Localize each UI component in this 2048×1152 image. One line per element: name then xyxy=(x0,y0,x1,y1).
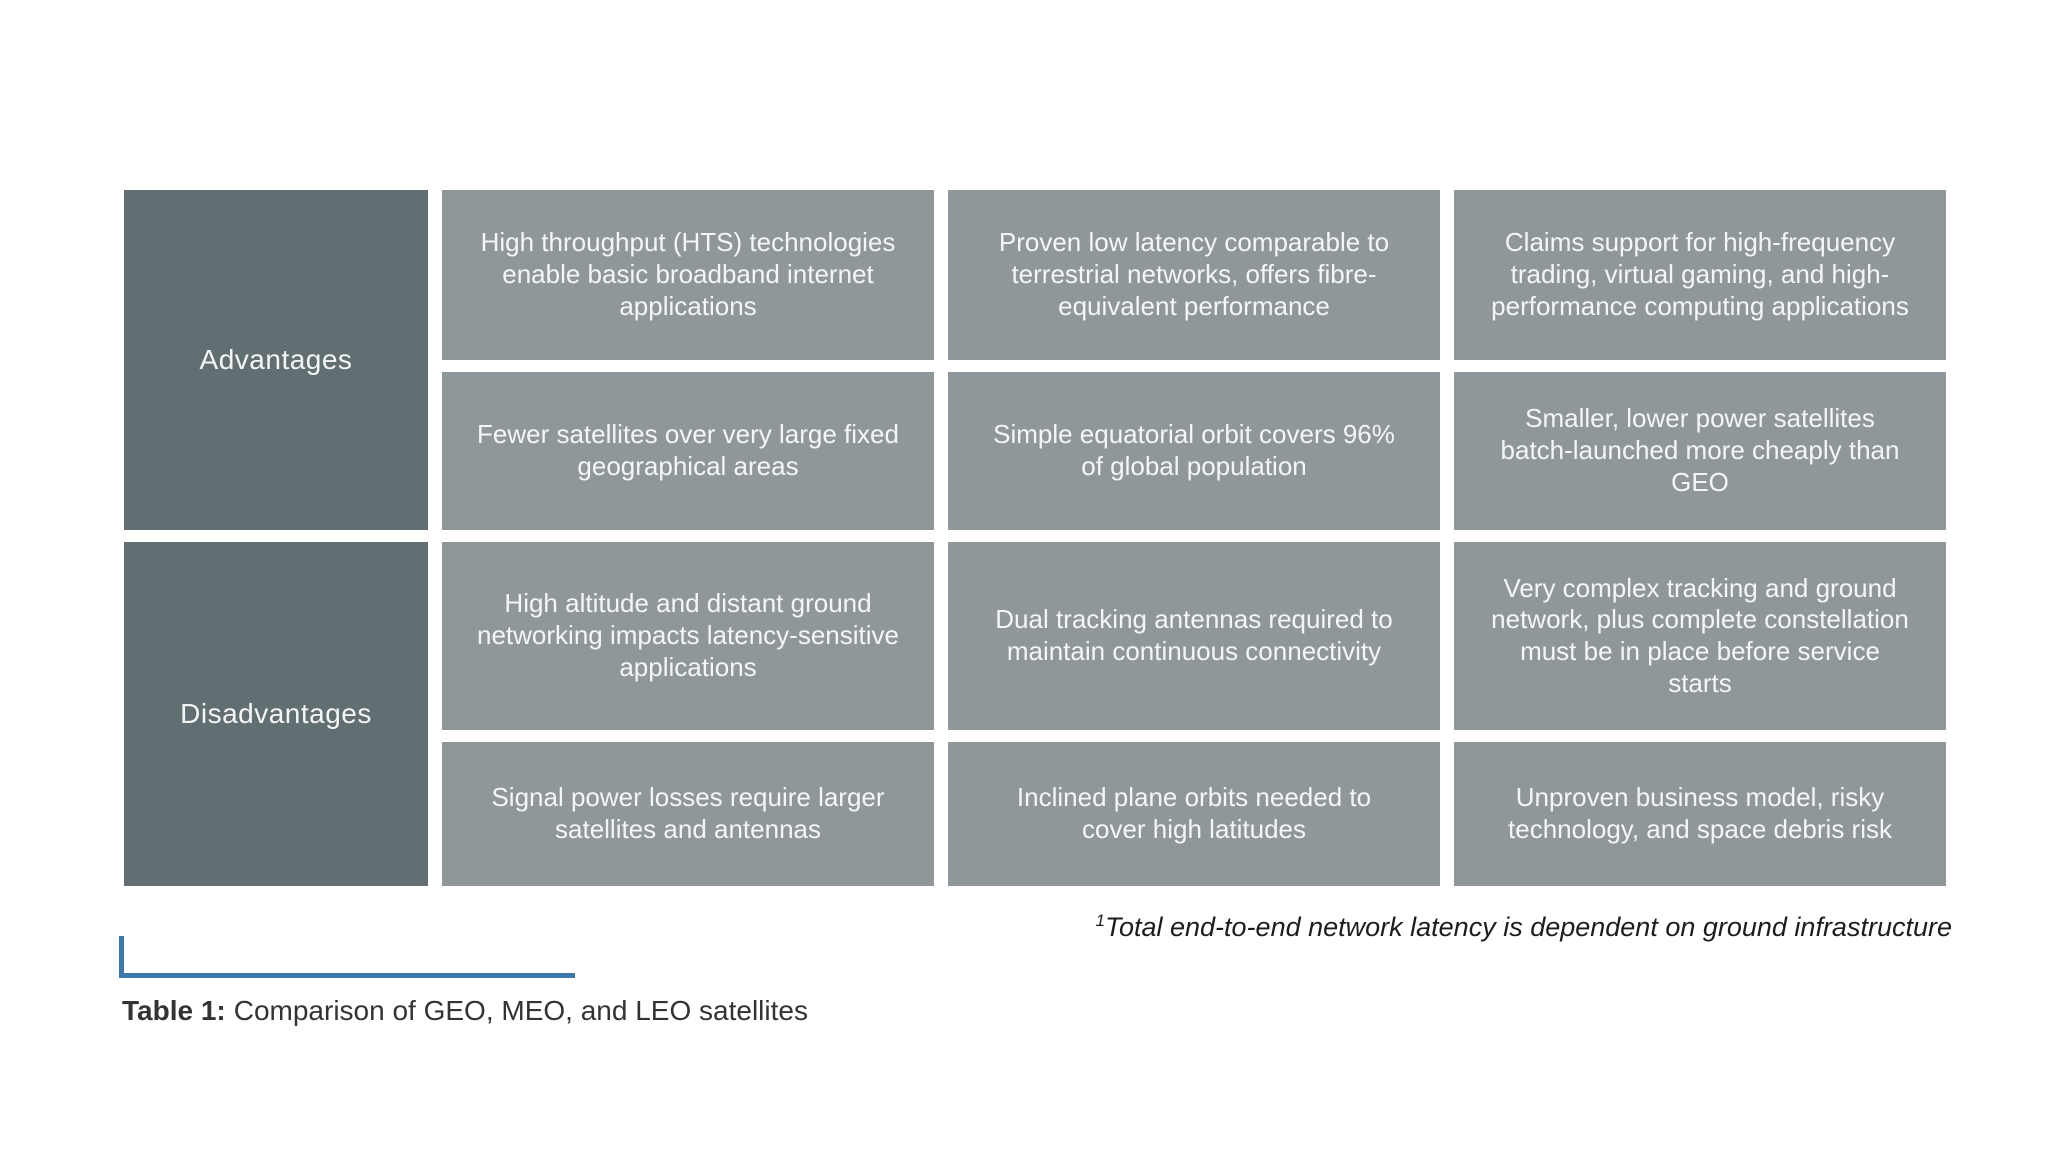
caption-accent-horizontal-line xyxy=(119,973,575,978)
table-caption: Table 1:Comparison of GEO, MEO, and LEO … xyxy=(122,995,808,1027)
cell-text: Very complex tracking and ground network… xyxy=(1491,572,1909,698)
cell-text: Smaller, lower power satellites batch-la… xyxy=(1500,403,1900,497)
cell-text: High throughput (HTS) technologies enabl… xyxy=(480,227,896,321)
comparison-table: Advantages High throughput (HTS) technol… xyxy=(124,190,1946,886)
table-cell-advantages-geo-2: Fewer satellites over very large fixed g… xyxy=(442,372,934,530)
cell-text: Signal power losses require larger satel… xyxy=(491,782,885,844)
footnote: 1Total end-to-end network latency is dep… xyxy=(1095,912,1952,943)
row-group-disadvantages-label: Disadvantages xyxy=(124,542,428,886)
table-cell-advantages-leo-2: Smaller, lower power satellites batch-la… xyxy=(1454,372,1946,530)
table-cell-advantages-meo-2: Simple equatorial orbit covers 96% of gl… xyxy=(948,372,1440,530)
cell-text: Unproven business model, risky technolog… xyxy=(1508,782,1892,844)
table-cell-disadvantages-meo-1: Dual tracking antennas required to maint… xyxy=(948,542,1440,730)
table-cell-disadvantages-meo-2: Inclined plane orbits needed to cover hi… xyxy=(948,742,1440,886)
cell-text: Claims support for high-frequency tradin… xyxy=(1491,227,1909,321)
table-cell-disadvantages-geo-1: High altitude and distant ground network… xyxy=(442,542,934,730)
table-caption-label: Table 1: xyxy=(122,995,226,1026)
table-cell-advantages-leo-1: Claims support for high-frequency tradin… xyxy=(1454,190,1946,360)
cell-text: Fewer satellites over very large fixed g… xyxy=(477,419,899,481)
table-cell-advantages-geo-1: High throughput (HTS) technologies enabl… xyxy=(442,190,934,360)
row-group-advantages-label: Advantages xyxy=(124,190,428,530)
table-cell-advantages-meo-1: Proven low latency comparable to terrest… xyxy=(948,190,1440,360)
cell-text: High altitude and distant ground network… xyxy=(477,588,899,682)
table-cell-disadvantages-leo-2: Unproven business model, risky technolog… xyxy=(1454,742,1946,886)
table-cell-disadvantages-geo-2: Signal power losses require larger satel… xyxy=(442,742,934,886)
caption-accent-vertical-line xyxy=(119,936,124,978)
table-cell-disadvantages-leo-1: Very complex tracking and ground network… xyxy=(1454,542,1946,730)
cell-text: Proven low latency comparable to terrest… xyxy=(998,227,1390,321)
disadvantages-label-text: Disadvantages xyxy=(180,697,372,729)
footnote-text: Total end-to-end network latency is depe… xyxy=(1104,912,1952,942)
advantages-label-text: Advantages xyxy=(199,343,353,375)
table-caption-text: Comparison of GEO, MEO, and LEO satellit… xyxy=(233,995,808,1026)
cell-text: Dual tracking antennas required to maint… xyxy=(995,604,1393,666)
cell-text: Simple equatorial orbit covers 96% of gl… xyxy=(993,419,1395,481)
cell-text: Inclined plane orbits needed to cover hi… xyxy=(1016,782,1372,844)
footnote-superscript: 1 xyxy=(1095,911,1105,930)
